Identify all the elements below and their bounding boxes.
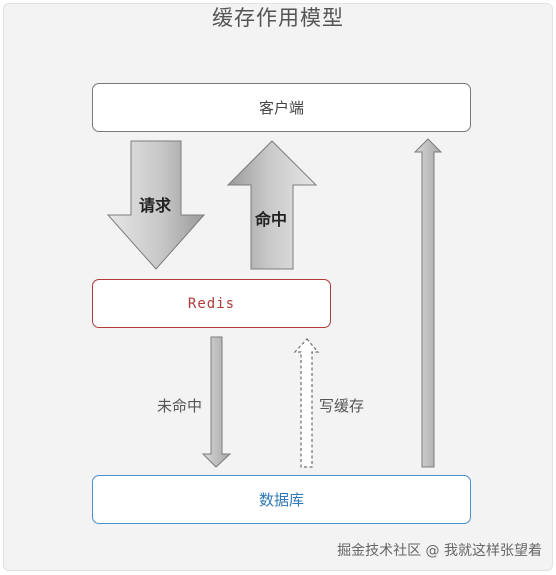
watermark-text: 掘金技术社区 @ 我就这样张望着	[337, 543, 542, 559]
request-arrow	[106, 140, 206, 270]
request-label: 请求	[139, 196, 172, 215]
redis-node-label: Redis	[187, 295, 236, 312]
diagram-title: 缓存作用模型	[212, 6, 344, 30]
return-arrow	[413, 138, 443, 468]
write-cache-label: 写缓存	[319, 397, 365, 415]
database-node: 数据库	[92, 475, 471, 524]
write-cache-arrow	[293, 338, 320, 468]
database-node-label: 数据库	[258, 491, 304, 509]
miss-arrow	[201, 336, 232, 468]
hit-label: 命中	[255, 210, 288, 229]
miss-label: 未命中	[157, 397, 203, 415]
client-node-label: 客户端	[258, 99, 304, 117]
redis-node: Redis	[92, 279, 331, 328]
client-node: 客户端	[92, 83, 471, 132]
hit-arrow	[226, 140, 318, 270]
